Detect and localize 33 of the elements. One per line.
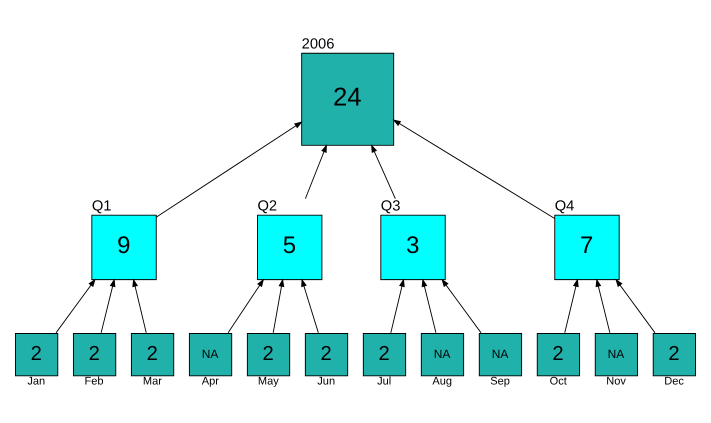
arrow xyxy=(100,278,116,333)
arrow xyxy=(304,144,327,199)
arrow xyxy=(422,278,436,333)
node-label: Jan xyxy=(27,375,46,388)
node-label: Apr xyxy=(202,375,219,388)
arrow xyxy=(132,278,147,333)
node-label: Q1 xyxy=(92,198,112,214)
node-label: Sep xyxy=(490,375,510,388)
arrow xyxy=(615,278,656,333)
node-label: Aug xyxy=(432,375,452,388)
arrow xyxy=(371,144,396,199)
node-label: Jul xyxy=(377,375,392,388)
arrow xyxy=(301,278,319,333)
node-label: 2006 xyxy=(302,36,334,52)
node-label: Nov xyxy=(606,375,626,388)
node-label: Feb xyxy=(84,375,104,388)
node-label: Oct xyxy=(550,375,567,388)
node-label: Q3 xyxy=(380,198,400,214)
node-label: Q4 xyxy=(554,198,574,214)
arrow xyxy=(596,278,610,333)
node-label: Jun xyxy=(317,375,336,388)
node-label: May xyxy=(258,375,279,388)
arrow xyxy=(228,278,264,333)
arrow xyxy=(272,278,284,333)
arrow xyxy=(390,278,405,333)
node-label: Dec xyxy=(664,375,684,388)
arrow xyxy=(564,278,579,333)
node-label: Q2 xyxy=(257,198,278,214)
arrow xyxy=(441,278,482,333)
arrow xyxy=(392,118,556,218)
arrow xyxy=(156,120,303,218)
arrow xyxy=(56,278,96,333)
node-label: Mar xyxy=(142,375,162,388)
